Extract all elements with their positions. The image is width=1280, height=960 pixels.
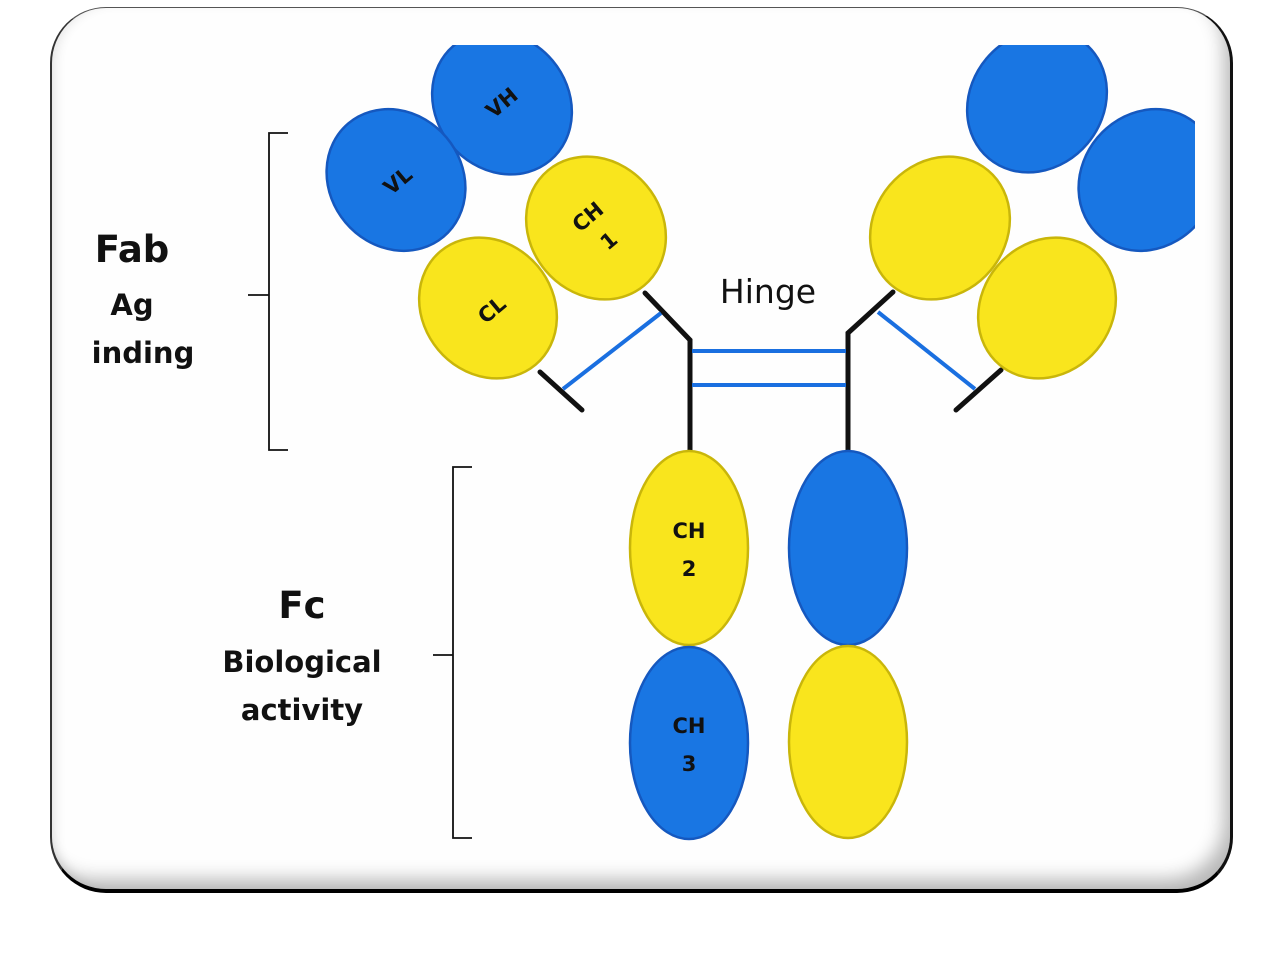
ch3-label-line1: CH — [673, 714, 706, 738]
left-disulfide-bond — [561, 311, 663, 391]
ch2-domain-right — [787, 449, 909, 647]
fc-label: Fc — [278, 584, 325, 627]
fab-sub-label-1: Ag — [110, 288, 153, 322]
cl-domain-right — [976, 236, 1118, 380]
right-light-chain-tail — [953, 367, 1004, 413]
vl-domain-right — [1077, 107, 1195, 253]
ch2-domain-left — [628, 449, 750, 647]
ch2-label-line2: 2 — [682, 557, 697, 581]
left-light-chain-tail — [537, 369, 585, 413]
ch2-label-line1: CH — [673, 519, 706, 543]
ch1-domain-left — [524, 155, 668, 301]
fab-sub-label-2: inding — [92, 336, 195, 370]
vl-domain-left — [325, 107, 467, 253]
ch3-domain-left — [628, 645, 750, 841]
hinge-label: Hinge — [720, 272, 816, 311]
ch3-domain-right — [787, 644, 909, 840]
fc-sub-label-1: Biological — [222, 645, 381, 679]
fc-sub-label-2: activity — [241, 693, 363, 727]
right-disulfide-bond — [876, 310, 977, 391]
ch3-label-line2: 3 — [682, 752, 697, 776]
cl-domain-left — [417, 236, 559, 380]
fc-bracket — [433, 466, 472, 839]
left-heavy-chain-line — [642, 290, 693, 455]
fab-bracket — [248, 132, 288, 451]
fab-label: Fab — [95, 228, 170, 271]
right-heavy-chain-line — [845, 289, 896, 455]
ch1-domain-right — [868, 155, 1012, 301]
vh-domain-right — [965, 45, 1109, 174]
